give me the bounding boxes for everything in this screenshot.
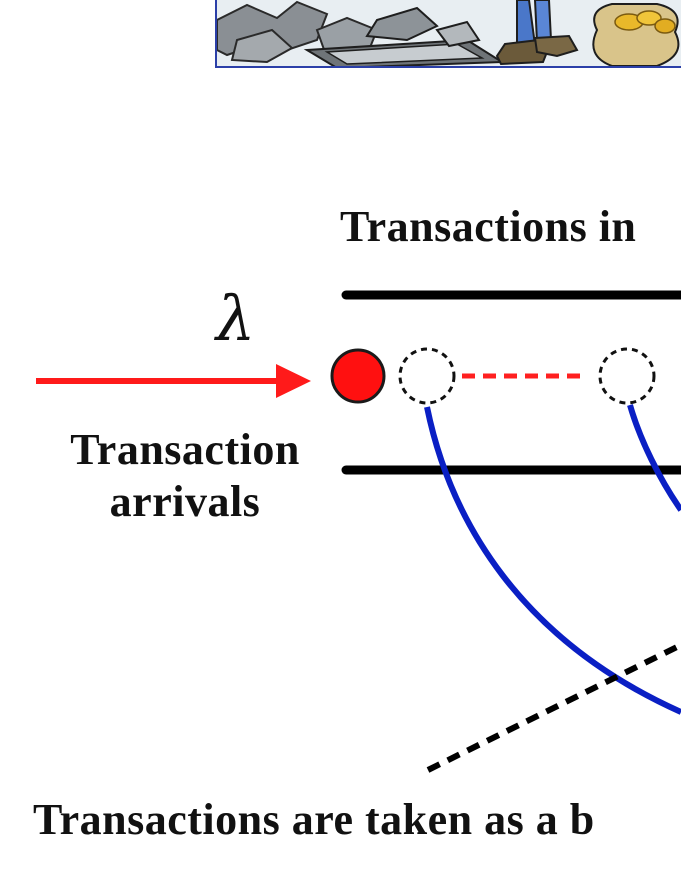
arriving-transaction-dot (330, 348, 386, 404)
block-selection-curve (627, 404, 681, 512)
arrival-arrow (36, 364, 311, 398)
bottom-caption: Transactions are taken as a b (33, 795, 595, 844)
block-dashed-line (426, 642, 681, 773)
queued-transaction-circle (598, 347, 656, 405)
miner-cartoon-icon (217, 0, 681, 66)
arrivals-label-line2: arrivals (109, 477, 261, 526)
arrivals-label: Transaction arrivals (40, 424, 330, 528)
queue-title: Transactions in (340, 202, 637, 251)
miner-cartoon-illustration (215, 0, 681, 68)
arrival-rate-symbol: λ (216, 282, 256, 355)
arrivals-label-line1: Transaction (70, 425, 300, 474)
queued-transaction-circle (398, 347, 456, 405)
block-selection-curve (424, 406, 681, 715)
